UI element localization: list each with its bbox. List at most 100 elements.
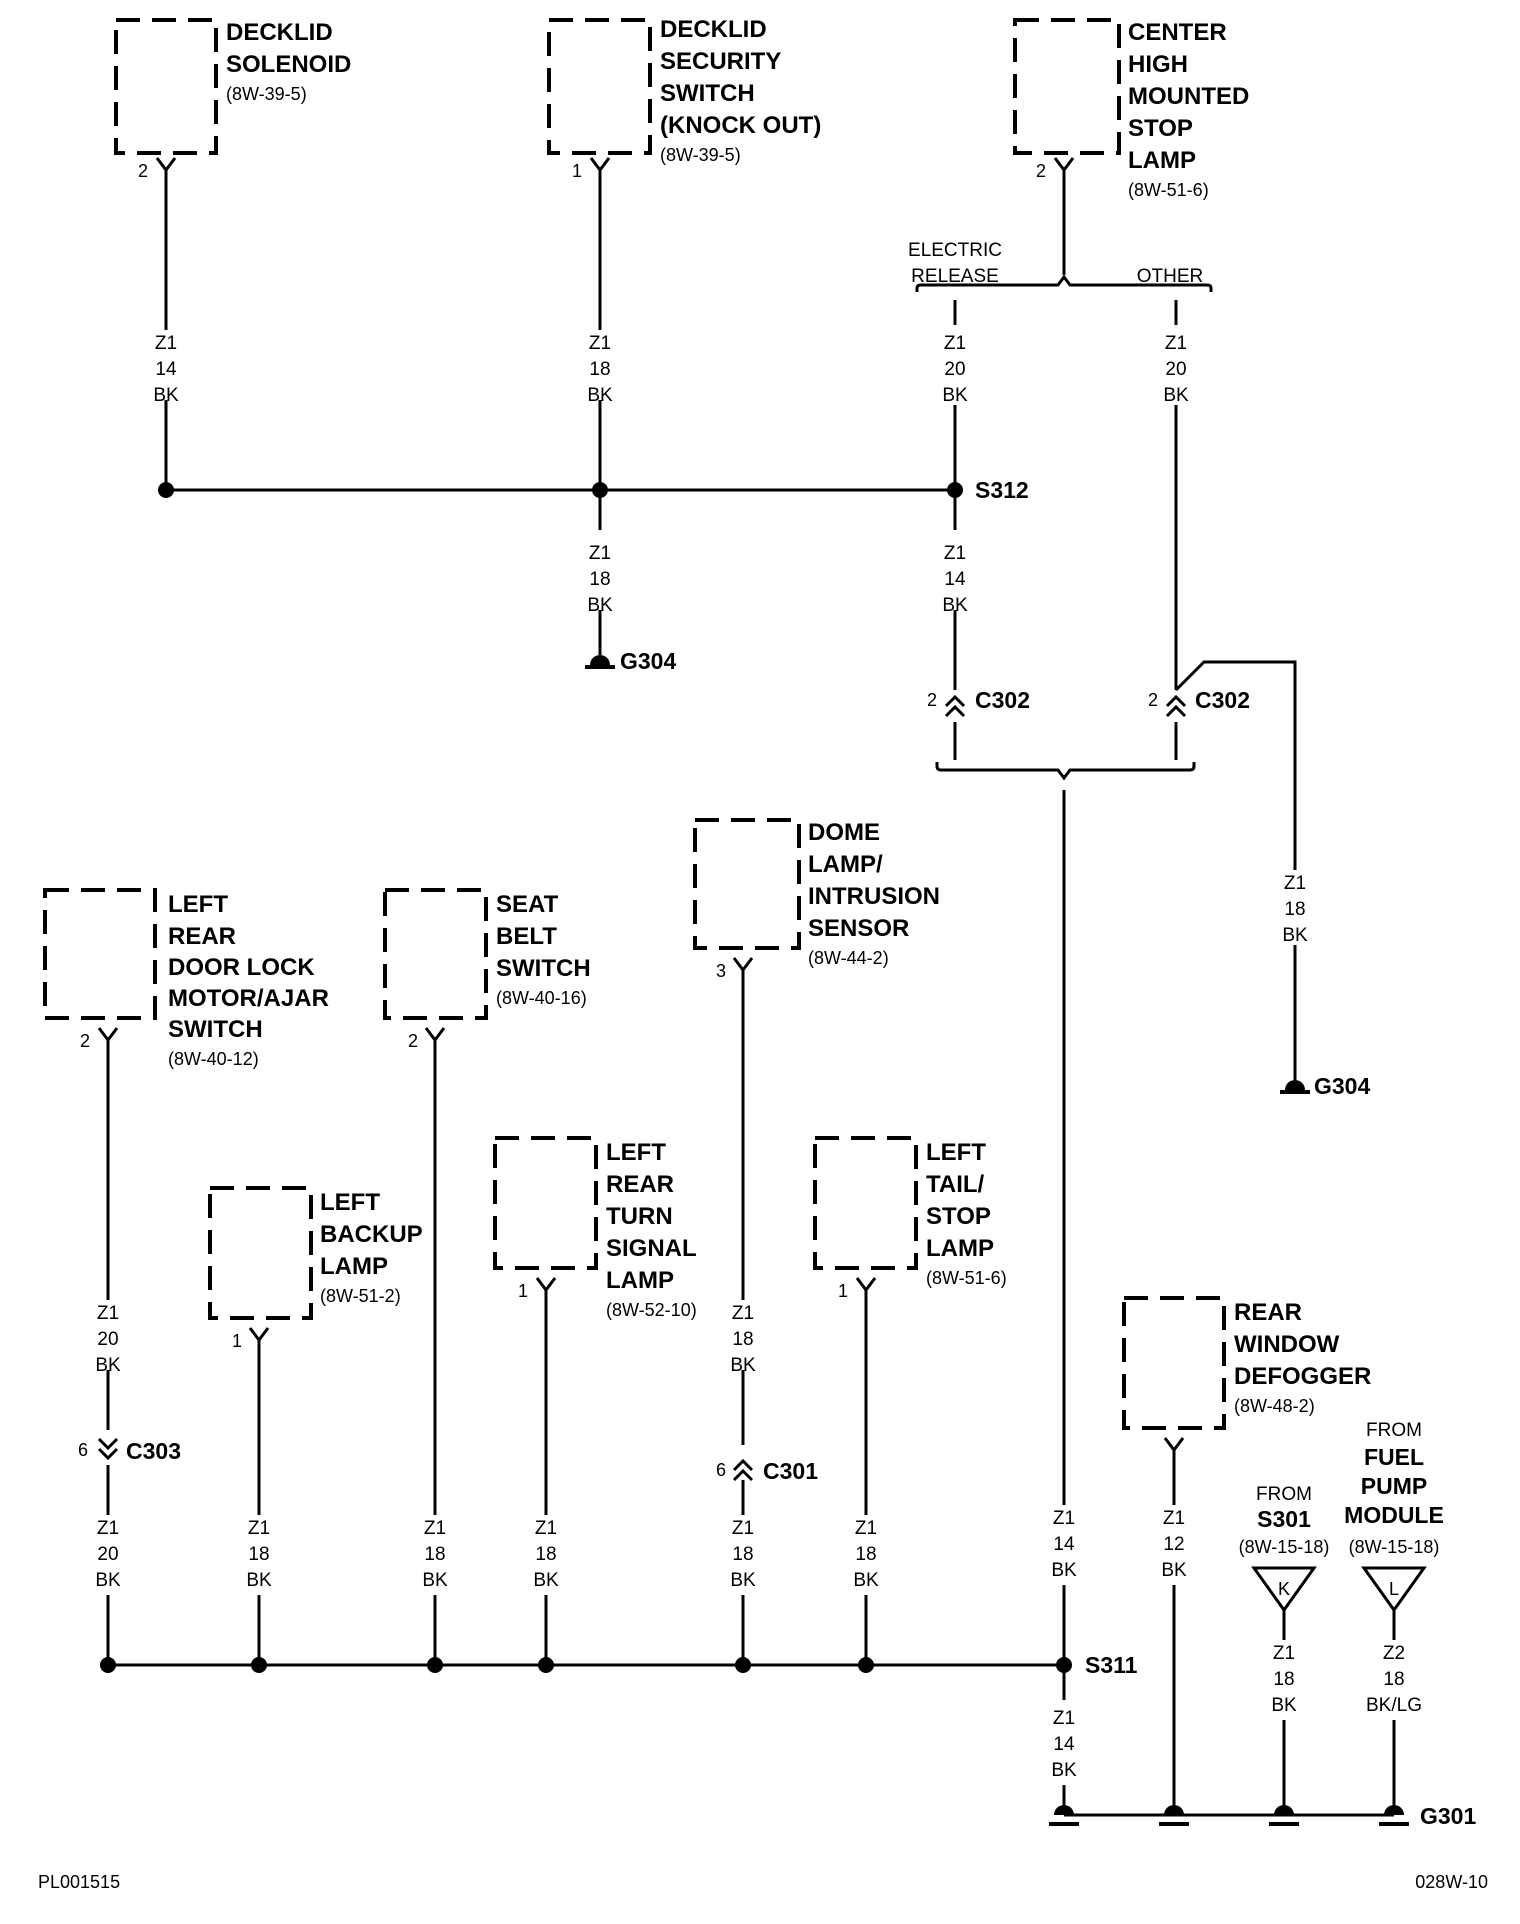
ref-label: (8W-15-18) (1239, 1537, 1330, 1557)
svg-text:Z1: Z1 (855, 1518, 877, 1539)
left-tail-stop-lamp-box (813, 1136, 918, 1270)
label-line: SOLENOID (226, 51, 351, 78)
svg-text:BK: BK (1051, 1760, 1077, 1781)
ref-label: (8W-48-2) (1234, 1396, 1315, 1416)
splice-dot (858, 1657, 874, 1673)
s311-dot (1056, 1657, 1072, 1673)
left-rear-turn-signal-label: LEFT REAR TURN SIGNAL LAMP (8W-52-10) (606, 1139, 697, 1320)
g304-a-ground-icon (585, 655, 615, 669)
rear-window-defogger-label: REAR WINDOW DEFOGGER (8W-48-2) (1234, 1299, 1371, 1416)
svg-text:Z1: Z1 (155, 333, 177, 354)
pin-mark-turn (535, 1277, 557, 1293)
ref-label: (8W-44-2) (808, 948, 889, 968)
svg-text:Z1: Z1 (97, 1518, 119, 1539)
svg-text:BK: BK (1161, 1560, 1187, 1581)
pin-mark-backup (248, 1327, 270, 1343)
label-line: STOP (1128, 115, 1193, 142)
chmsl-box (1013, 18, 1121, 155)
pin-number: 2 (80, 1031, 90, 1051)
fuel-pump-ref-triangle-icon (1361, 1566, 1427, 1613)
dome-lamp-box (693, 818, 801, 950)
svg-text:14: 14 (944, 569, 966, 590)
connector-c303-label: C303 (126, 1438, 181, 1464)
label-line: LAMP/ (808, 851, 883, 878)
svg-text:Z1: Z1 (424, 1518, 446, 1539)
svg-text:BK: BK (246, 1570, 272, 1591)
splice-dot (592, 482, 608, 498)
label-line: SEAT (496, 891, 559, 918)
svg-text:Z2: Z2 (1383, 1643, 1405, 1664)
ground-g304-label: G304 (620, 648, 676, 674)
svg-text:BK: BK (153, 385, 179, 406)
from-s301-label: FROM S301 (8W-15-18) K (1239, 1484, 1330, 1599)
option-electric-release: ELECTRIC (908, 240, 1002, 261)
svg-text:18: 18 (1284, 899, 1305, 920)
svg-text:BK: BK (1163, 385, 1189, 406)
label-line: LAMP (320, 1253, 388, 1280)
from-text: FROM (1256, 1484, 1312, 1505)
label-line: LEFT (320, 1189, 380, 1216)
label-line: LEFT (168, 891, 228, 918)
svg-text:Z1: Z1 (944, 333, 966, 354)
pin-number: 3 (716, 961, 726, 981)
svg-text:18: 18 (1383, 1669, 1404, 1690)
svg-text:Z1: Z1 (944, 543, 966, 564)
label-line: DECKLID (660, 16, 767, 43)
connector-pin: 6 (78, 1440, 88, 1460)
label-line: HIGH (1128, 51, 1188, 78)
svg-text:Z1: Z1 (1163, 1508, 1185, 1529)
c302-left-chevron (944, 694, 966, 718)
c303-chevron (97, 1437, 119, 1461)
pin-mark-defogger (1163, 1437, 1185, 1453)
ground-g304-label: G304 (1314, 1073, 1370, 1099)
splice-dot (538, 1657, 554, 1673)
splice-dot (427, 1657, 443, 1673)
label-line: SWITCH (496, 955, 591, 982)
svg-text:18: 18 (535, 1544, 556, 1565)
svg-text:Z1: Z1 (97, 1303, 119, 1324)
pin-mark-security (589, 157, 611, 173)
g304-b-ground-icon (1280, 1080, 1310, 1094)
svg-text:BK: BK (95, 1570, 121, 1591)
ref-label: (8W-52-10) (606, 1300, 697, 1320)
splice-s311-label: S311 (1085, 1652, 1138, 1678)
svg-text:Z1: Z1 (535, 1518, 557, 1539)
ref-letter: K (1278, 1579, 1290, 1599)
label-line: LEFT (926, 1139, 986, 1166)
pin-number: 1 (518, 1281, 528, 1301)
label-line: STOP (926, 1203, 991, 1230)
figure-id-right: 028W-10 (1415, 1872, 1488, 1892)
connector-chevrons (97, 694, 1187, 1482)
svg-text:BK: BK (942, 385, 968, 406)
label-line: SIGNAL (606, 1235, 697, 1262)
svg-text:18: 18 (424, 1544, 445, 1565)
label-line: REAR (606, 1171, 674, 1198)
svg-text:14: 14 (155, 359, 177, 380)
pin-number: 1 (572, 161, 582, 181)
ref-label: (8W-39-5) (660, 145, 741, 165)
svg-text:BK: BK (730, 1570, 756, 1591)
svg-text:Z1: Z1 (732, 1303, 754, 1324)
pin-mark-chmsl (1053, 157, 1075, 173)
pin-mark-tail (855, 1277, 877, 1293)
svg-text:18: 18 (732, 1544, 753, 1565)
from-source-name: PUMP (1361, 1473, 1427, 1499)
label-line: SWITCH (168, 1016, 263, 1043)
splice-dots (100, 482, 1072, 1673)
svg-text:Z1: Z1 (1053, 1708, 1075, 1729)
svg-text:BK: BK (1282, 925, 1308, 946)
svg-text:BK: BK (587, 595, 613, 616)
label-line: INTRUSION (808, 883, 940, 910)
svg-text:BK: BK (533, 1570, 559, 1591)
